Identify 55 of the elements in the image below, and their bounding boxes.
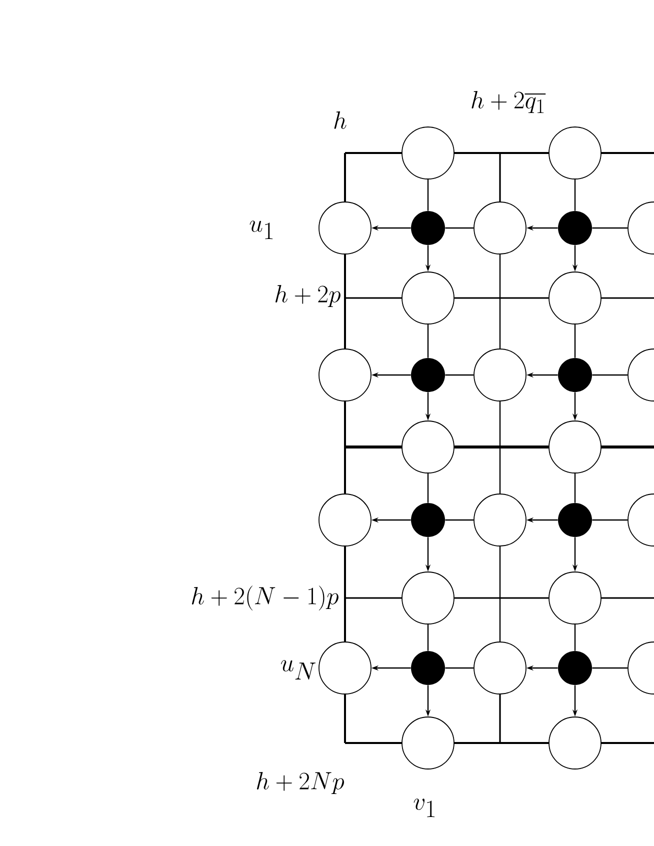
connector-line: [592, 227, 628, 229]
open-circle: [318, 494, 372, 546]
filled-dot: [411, 651, 445, 685]
open-circle: [474, 202, 526, 254]
open-circle: [474, 494, 526, 546]
open-circle: [548, 572, 602, 624]
open-circle: [402, 572, 454, 624]
connector-line: [499, 254, 501, 349]
math-label: $u_1$: [250, 220, 273, 240]
connector-line: [427, 324, 429, 358]
connector-line: [427, 179, 429, 211]
connector-line: [445, 519, 474, 521]
connector-line: [592, 667, 628, 669]
math-label: $h + 2\overline{q_1}$: [472, 90, 546, 114]
open-circle: [548, 272, 602, 324]
open-circle: [318, 642, 372, 694]
connector-line: [427, 473, 429, 503]
math-label: $v_1$: [414, 798, 434, 818]
connector-line: [445, 227, 474, 229]
connector-line: [574, 624, 576, 651]
open-circle: [548, 126, 602, 180]
connector-line: [574, 179, 576, 211]
open-circle: [402, 272, 454, 324]
math-label: $h$: [334, 111, 346, 129]
open-circle: [474, 642, 526, 694]
open-circle: [474, 348, 526, 402]
filled-dot: [558, 211, 592, 245]
filled-dot: [558, 503, 592, 537]
open-circle: [318, 348, 372, 402]
filled-dot: [558, 651, 592, 685]
filled-dot: [411, 503, 445, 537]
open-circle: [548, 420, 602, 474]
math-label: $h + 2(N-1)p$: [192, 586, 338, 610]
connector-line: [574, 324, 576, 358]
connector-line: [592, 374, 628, 376]
open-circle: [402, 420, 454, 474]
open-circle: [402, 716, 454, 770]
connector-line: [499, 546, 501, 642]
connector-line: [454, 297, 549, 299]
connector-line: [454, 597, 549, 599]
connector-line: [454, 446, 549, 448]
open-circle: [548, 716, 602, 770]
connector-line: [427, 624, 429, 651]
open-circle: [402, 126, 454, 180]
math-label: $h + 2p$: [276, 284, 340, 308]
filled-dot: [411, 211, 445, 245]
connector-line: [499, 401, 501, 494]
open-circle: [318, 202, 372, 254]
connector-line: [445, 374, 474, 376]
filled-dot: [411, 358, 445, 392]
math-label: $h + 2Np$: [257, 772, 344, 794]
connector-line: [574, 473, 576, 503]
filled-dot: [558, 358, 592, 392]
connector-line: [592, 519, 628, 521]
connector-line: [445, 667, 474, 669]
